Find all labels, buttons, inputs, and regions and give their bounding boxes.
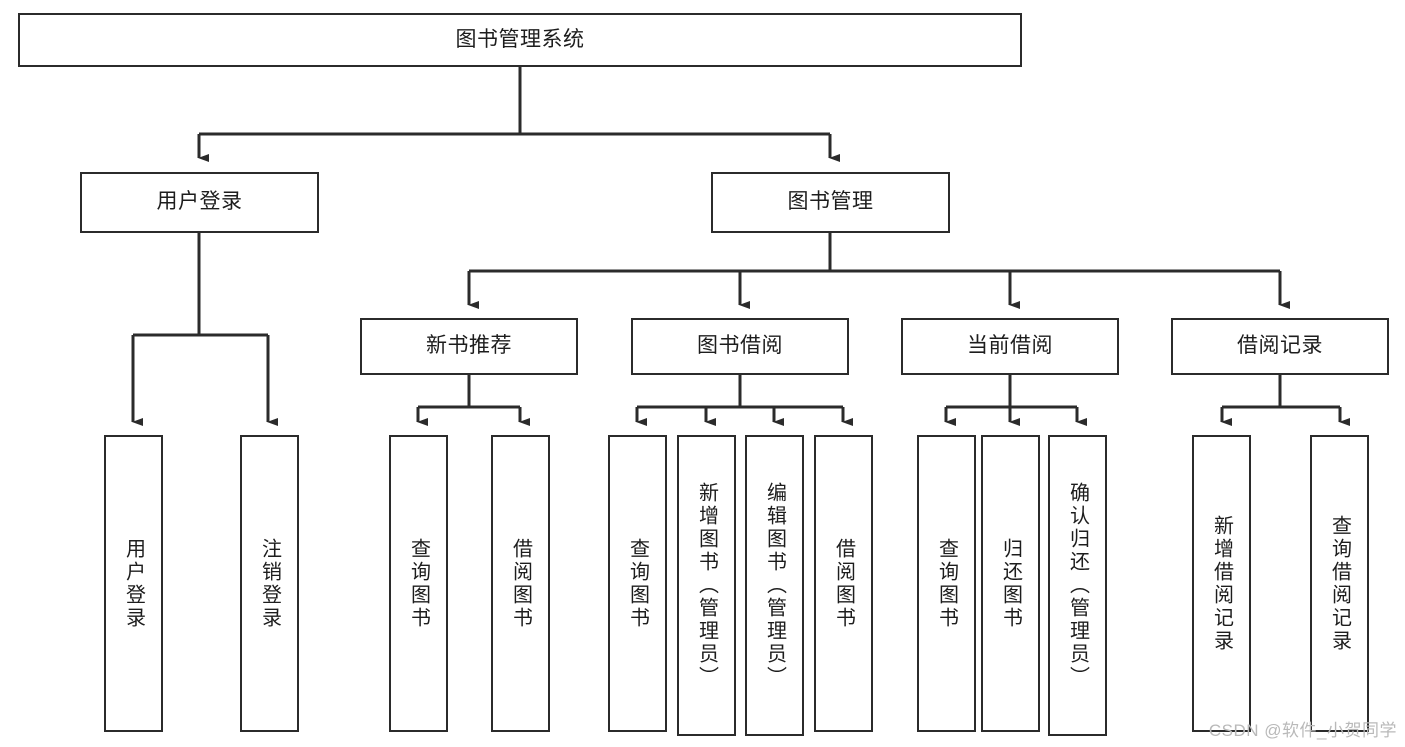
node-new-book-recommend-label: 新书推荐	[426, 334, 512, 358]
node-leaf-query-book-c[interactable]: 查询图书	[917, 435, 976, 732]
node-leaf-user-login[interactable]: 用户登录	[104, 435, 163, 732]
watermark-text: CSDN @软件_小贺同学	[1208, 721, 1397, 740]
node-leaf-query-book-a-label: 查询图书	[407, 537, 430, 630]
node-root-label: 图书管理系统	[455, 27, 585, 51]
node-leaf-edit-book-label: 编辑图书（管理员）	[763, 482, 786, 689]
node-leaf-borrow-book-a[interactable]: 借阅图书	[491, 435, 550, 732]
node-leaf-confirm-return[interactable]: 确认归还（管理员）	[1048, 435, 1107, 736]
node-leaf-query-record[interactable]: 查询借阅记录	[1310, 435, 1369, 732]
node-user-login[interactable]: 用户登录	[80, 172, 319, 233]
node-leaf-add-record-label: 新增借阅记录	[1210, 514, 1233, 653]
node-book-borrow[interactable]: 图书借阅	[631, 318, 849, 375]
node-book-borrow-label: 图书借阅	[697, 334, 783, 358]
node-leaf-user-login-label: 用户登录	[122, 537, 145, 630]
node-leaf-return-book[interactable]: 归还图书	[981, 435, 1040, 732]
node-leaf-borrow-book-a-label: 借阅图书	[509, 537, 532, 630]
node-leaf-borrow-book-b[interactable]: 借阅图书	[814, 435, 873, 732]
node-borrow-record[interactable]: 借阅记录	[1171, 318, 1389, 375]
node-leaf-user-logout-label: 注销登录	[258, 537, 281, 630]
node-book-manage[interactable]: 图书管理	[711, 172, 950, 233]
node-leaf-add-record[interactable]: 新增借阅记录	[1192, 435, 1251, 732]
node-leaf-confirm-return-label: 确认归还（管理员）	[1066, 482, 1089, 689]
node-new-book-recommend[interactable]: 新书推荐	[360, 318, 578, 375]
node-book-manage-label: 图书管理	[787, 190, 874, 214]
node-leaf-edit-book[interactable]: 编辑图书（管理员）	[745, 435, 804, 736]
node-leaf-user-logout[interactable]: 注销登录	[240, 435, 299, 732]
node-borrow-record-label: 借阅记录	[1237, 334, 1323, 358]
node-leaf-query-book-b-label: 查询图书	[626, 537, 649, 630]
node-leaf-query-book-a[interactable]: 查询图书	[389, 435, 448, 732]
node-leaf-add-book[interactable]: 新增图书（管理员）	[677, 435, 736, 736]
node-leaf-query-record-label: 查询借阅记录	[1328, 514, 1351, 653]
node-current-borrow[interactable]: 当前借阅	[901, 318, 1119, 375]
node-root[interactable]: 图书管理系统	[18, 13, 1022, 67]
node-leaf-return-book-label: 归还图书	[999, 537, 1022, 630]
node-leaf-query-book-c-label: 查询图书	[935, 537, 958, 630]
node-leaf-add-book-label: 新增图书（管理员）	[695, 482, 718, 689]
node-leaf-borrow-book-b-label: 借阅图书	[832, 537, 855, 630]
node-leaf-query-book-b[interactable]: 查询图书	[608, 435, 667, 732]
node-current-borrow-label: 当前借阅	[967, 334, 1053, 358]
node-user-login-label: 用户登录	[156, 190, 243, 214]
